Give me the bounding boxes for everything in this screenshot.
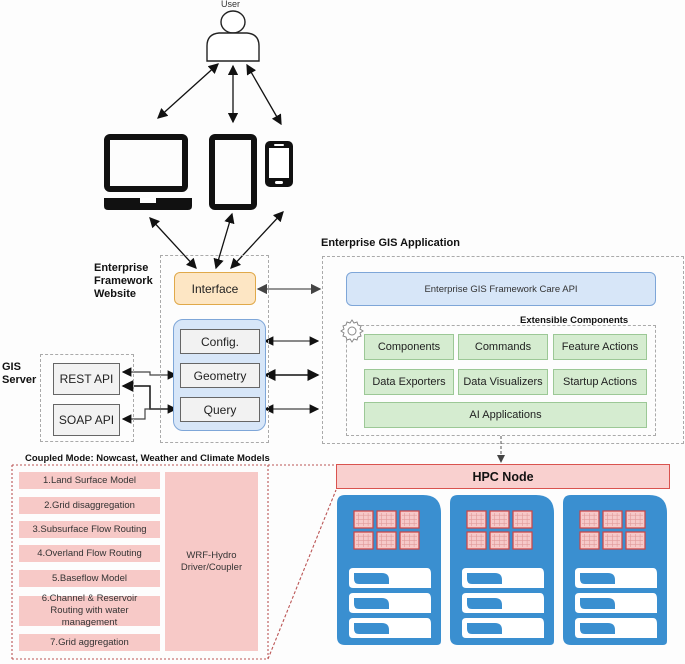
step-6[interactable]: 6.Channel & Reservoir Routing with water… xyxy=(19,593,160,628)
step-1[interactable]: 1.Land Surface Model xyxy=(19,472,160,489)
geometry-module[interactable]: Geometry xyxy=(180,363,260,388)
website-container xyxy=(160,255,269,443)
arrow-tablet-interface xyxy=(213,212,235,270)
arrow-laptop-interface xyxy=(149,217,197,269)
gis-server-container xyxy=(40,354,134,442)
hpc-node-box[interactable]: HPC Node xyxy=(336,464,670,489)
gis-app-title: Enterprise GIS Application xyxy=(321,237,460,249)
config-module[interactable]: Config. xyxy=(180,329,260,354)
core-api-box[interactable]: Enterprise GIS Framework Care API xyxy=(346,272,656,306)
laptop-icon xyxy=(104,134,192,210)
arrow-phone-interface xyxy=(230,211,284,269)
step-5[interactable]: 5.Baseflow Model xyxy=(19,570,160,587)
ai-applications-box[interactable]: AI Applications xyxy=(364,402,647,428)
soap-api-box[interactable]: SOAP API xyxy=(53,404,120,436)
arrow-rest-geometry xyxy=(121,367,178,380)
components-box[interactable]: Components xyxy=(364,334,454,360)
query-module[interactable]: Query xyxy=(180,397,260,422)
user-label: User xyxy=(221,0,241,9)
interface-box[interactable]: Interface xyxy=(174,272,256,305)
website-title: Enterprise Framework Website xyxy=(94,262,153,300)
arrow-user-phone xyxy=(246,63,282,126)
step-2[interactable]: 2.Grid disaggregation xyxy=(19,497,160,514)
driver-coupler-box[interactable]: WRF-Hydro Driver/Coupler xyxy=(165,472,258,651)
tablet-icon xyxy=(209,134,257,210)
step-7[interactable]: 7.Grid aggregation xyxy=(19,634,160,651)
extensible-title: Extensible Components xyxy=(520,315,629,326)
server-icon xyxy=(337,495,441,645)
startup-actions-box[interactable]: Startup Actions xyxy=(553,369,647,395)
commands-box[interactable]: Commands xyxy=(458,334,548,360)
server-icon xyxy=(450,495,554,645)
rest-api-box[interactable]: REST API xyxy=(53,363,120,395)
coupled-frame-diag xyxy=(267,489,337,660)
step-4[interactable]: 4.Overland Flow Routing xyxy=(19,545,160,562)
gis-server-title: GIS Server xyxy=(2,361,37,386)
gis-app-container xyxy=(322,256,684,444)
coupled-title: Coupled Mode: Nowcast, Weather and Clima… xyxy=(25,453,270,464)
gear-icon xyxy=(340,319,364,343)
feature-actions-box[interactable]: Feature Actions xyxy=(553,334,647,360)
phone-icon xyxy=(265,141,293,187)
server-icon xyxy=(563,495,667,645)
arrow-user-laptop xyxy=(157,63,219,119)
data-visualizers-box[interactable]: Data Visualizers xyxy=(458,369,548,395)
user-icon xyxy=(206,10,260,62)
step-3[interactable]: 3.Subsurface Flow Routing xyxy=(19,521,160,538)
data-exporters-box[interactable]: Data Exporters xyxy=(364,369,454,395)
extensible-container xyxy=(346,325,656,436)
